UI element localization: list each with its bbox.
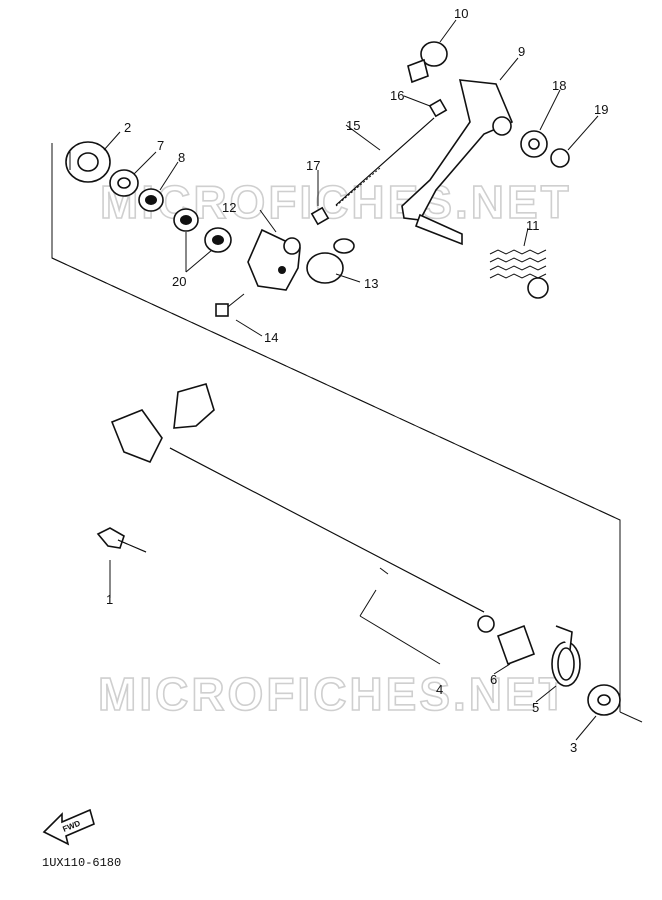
part-2-washer xyxy=(65,141,111,183)
part-15-shift-rod xyxy=(335,117,435,207)
part-13-cap xyxy=(306,238,355,284)
part-14-bolt xyxy=(215,293,245,317)
watermark-upper: MICROFICHES.NET xyxy=(100,176,572,228)
callout-12: 12 xyxy=(222,200,236,215)
callout-6: 6 xyxy=(490,672,497,687)
part-4-shift-shaft xyxy=(110,383,495,633)
callout-11: 11 xyxy=(526,218,540,233)
part-3-washer xyxy=(587,684,621,716)
callout-13: 13 xyxy=(364,276,378,291)
callout-14: 14 xyxy=(264,330,278,345)
callout-15: 15 xyxy=(346,118,360,133)
part-8-seal xyxy=(138,188,164,212)
part-17-nut xyxy=(310,206,330,226)
callout-18: 18 xyxy=(552,78,566,93)
callout-7: 7 xyxy=(157,138,164,153)
assembly-boundary xyxy=(51,143,643,723)
part-1-stopper-bolt xyxy=(96,527,147,553)
part-7-washer xyxy=(109,169,139,197)
callout-10: 10 xyxy=(454,6,468,21)
callout-16: 16 xyxy=(390,88,404,103)
callout-20: 20 xyxy=(172,274,186,289)
fwd-arrow-icon: FWD xyxy=(42,808,95,846)
callout-19: 19 xyxy=(594,102,608,117)
part-12-bracket xyxy=(247,228,301,291)
callout-17: 17 xyxy=(306,158,320,173)
watermark-lower: MICROFICHES.NET xyxy=(98,668,570,720)
part-20-bearings xyxy=(173,208,232,253)
part-18-washer xyxy=(520,130,548,158)
callout-1: 1 xyxy=(106,592,113,607)
part-16-nut xyxy=(428,98,448,118)
leader-lines xyxy=(103,19,599,741)
callout-labels: 2 7 8 20 12 13 14 15 16 17 10 9 18 19 11… xyxy=(106,6,608,755)
part-6-collar xyxy=(496,624,536,666)
document-code: 1UX110-6180 xyxy=(42,856,121,870)
part-11-spring xyxy=(489,249,549,299)
callout-3: 3 xyxy=(570,740,577,755)
callout-4: 4 xyxy=(436,682,443,697)
callout-9: 9 xyxy=(518,44,525,59)
callout-2: 2 xyxy=(124,120,131,135)
callout-8: 8 xyxy=(178,150,185,165)
part-9-shift-pedal xyxy=(401,79,514,246)
part-10-joint xyxy=(407,41,448,84)
part-5-return-spring xyxy=(551,625,581,687)
part-19-circlip xyxy=(550,148,570,168)
callout-5: 5 xyxy=(532,700,539,715)
